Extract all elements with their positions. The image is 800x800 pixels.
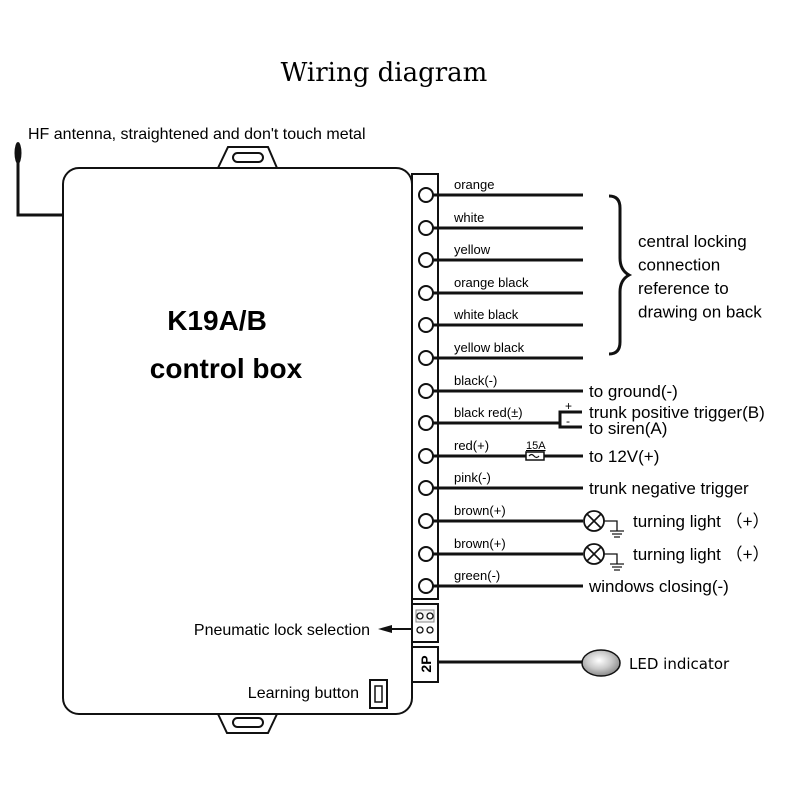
terminal-icon	[418, 415, 434, 431]
wire-color-label: red(+)	[454, 438, 489, 453]
wire-destination: trunk positive trigger(B)	[589, 403, 765, 422]
control-box-name: control box	[150, 353, 303, 384]
terminal-icon	[418, 350, 434, 366]
wire-list: orange white yellow orange black white black…	[418, 177, 770, 596]
central-locking-brace	[608, 194, 633, 356]
wire-row: black red(±) +- trunk positive trigger(B)t…	[418, 399, 765, 438]
wire-row: black(-) to ground(-)	[418, 373, 678, 401]
wire-row: pink(-) trunk negative trigger	[418, 470, 749, 498]
terminal-icon	[418, 220, 434, 236]
wire-row: white	[418, 210, 583, 236]
wire-destination: to 12V(+)	[589, 447, 659, 466]
wire-row: orange black	[418, 275, 583, 301]
wire-row: yellow black	[418, 340, 583, 366]
terminal-icon	[418, 448, 434, 464]
wire-destination: windows closing(-)	[588, 577, 729, 596]
wire-row: red(+) 15A to 12V(+)	[418, 438, 659, 466]
central-locking-note-line: drawing on back	[638, 303, 762, 322]
wire-row: brown(+) turning light （+）	[418, 536, 770, 571]
arrow-left-icon	[378, 625, 392, 633]
terminal-icon	[418, 317, 434, 333]
terminal-icon	[418, 383, 434, 399]
wire-split	[558, 410, 582, 429]
connector-2p-label: 2P	[418, 655, 434, 672]
wire-color-label: white	[453, 210, 484, 225]
central-locking-note-line: central locking	[638, 232, 747, 251]
control-box-model: K19A/B	[167, 305, 267, 336]
pneumatic-lock-label: Pneumatic lock selection	[194, 622, 370, 639]
wire-color-label: black(-)	[454, 373, 497, 388]
mounting-tab-bottom	[217, 713, 278, 734]
central-locking-note-line: connection	[638, 256, 720, 275]
wire-color-label: brown(+)	[454, 536, 506, 551]
wire-color-label: green(-)	[454, 568, 500, 583]
wire-row: orange	[418, 177, 583, 203]
wire-color-label: pink(-)	[454, 470, 491, 485]
wire-destination: trunk negative trigger	[589, 479, 749, 498]
fuse-icon	[525, 451, 545, 461]
wire-color-label: brown(+)	[454, 503, 506, 518]
fuse-element	[528, 453, 540, 459]
terminal-icon	[418, 546, 434, 562]
wire-destination-secondary: to siren(A)	[589, 419, 667, 438]
jumper-pin	[426, 612, 434, 620]
terminal-icon	[418, 480, 434, 496]
wire-color-label: orange black	[454, 275, 529, 290]
terminal-icon	[418, 513, 434, 529]
mounting-tab-top	[217, 146, 278, 169]
wire-color-label: yellow black	[454, 340, 525, 355]
jumper-pin	[416, 612, 424, 620]
ground-icon	[604, 520, 624, 538]
terminal-icon	[418, 252, 434, 268]
central-locking-note: central locking connection reference to dra…	[638, 232, 762, 322]
antenna-label: HF antenna, straightened and don't touch…	[28, 126, 366, 143]
wire-row: brown(+) turning light （+）	[418, 503, 770, 538]
wire-row: yellow	[418, 242, 583, 268]
lamp-icon	[583, 543, 605, 565]
led-label: LED indicator	[629, 655, 730, 673]
antenna	[14, 142, 63, 217]
diagram-title: Wiring diagram	[281, 58, 488, 88]
fuse-rating: 15A	[526, 440, 546, 452]
antenna-tip-icon	[14, 142, 22, 164]
lamp-icon	[583, 510, 605, 532]
wire-row: green(-) windows closing(-)	[418, 568, 729, 596]
wire-color-label: orange	[454, 177, 494, 192]
wire-color-label: white black	[453, 307, 519, 322]
learning-button-inner	[374, 685, 383, 703]
led-indicator-icon	[581, 649, 621, 677]
ground-icon	[604, 553, 624, 571]
learning-button-label: Learning button	[248, 685, 359, 702]
wire-color-label: black red(±)	[454, 405, 523, 420]
connector-2p	[411, 646, 439, 683]
wire-destination: turning light （+）	[633, 545, 770, 564]
jumper-pin	[416, 626, 424, 634]
terminal-icon	[418, 578, 434, 594]
wire-destination: turning light （+）	[633, 512, 770, 531]
antenna-wire	[16, 160, 63, 217]
plus-sign: +	[565, 399, 572, 413]
wire-row: white black	[418, 307, 583, 333]
jumper-pin	[426, 626, 434, 634]
terminal-icon	[418, 187, 434, 203]
central-locking-note-line: reference to	[638, 279, 729, 298]
terminal-icon	[418, 285, 434, 301]
wire-destination: to ground(-)	[589, 382, 678, 401]
minus-sign: -	[566, 414, 570, 428]
wire-color-label: yellow	[454, 242, 491, 257]
